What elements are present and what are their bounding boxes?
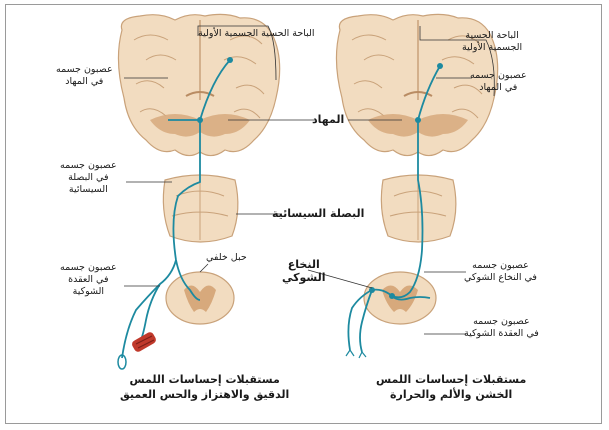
caption-line: الخشن والألم والحرارة — [376, 387, 526, 402]
thalamus-label: المهاد — [312, 113, 344, 126]
left-receptor-capsule — [131, 331, 158, 353]
label-line: الجسمية الأولية — [462, 42, 522, 54]
left-cortex-terminal — [227, 57, 233, 63]
caption-line: مستقبلات إحساسات اللمس — [120, 372, 289, 387]
right-thalamus-synapse — [415, 117, 421, 123]
left-cortex-label: الباحة الحسية الجسمية الأولية — [198, 28, 315, 40]
label-line: في المهاد — [470, 82, 527, 94]
label-line: عصبون جسمه — [56, 64, 113, 76]
label-line: في النخاع الشوكي — [464, 272, 537, 284]
medulla-label: البصلة السيسائية — [272, 207, 364, 220]
right-thalamus-neuron-label: عصبون جسمه في المهاد — [470, 70, 527, 94]
right-cortex-terminal — [437, 63, 443, 69]
caption-line: الدقيق والاهتزاز والحس العميق — [120, 387, 289, 402]
label-line: عصبون جسمه — [60, 160, 117, 172]
label-line: الباحة الحسية — [462, 30, 522, 42]
dorsal-column-label: حبل خلفي — [206, 252, 247, 264]
label-line: في العقدة — [60, 274, 117, 286]
left-medulla-neuron-label: عصبون جسمه في البصلة السيسائية — [60, 160, 117, 196]
right-cord-synapse — [389, 293, 395, 299]
label-line: عصبون جسمه — [464, 260, 537, 272]
right-cortex-label: الباحة الحسية الجسمية الأولية — [462, 30, 522, 54]
label-line: عصبون جسمه — [470, 70, 527, 82]
label-line: عصبون جسمه — [60, 262, 117, 274]
label-line: عصبون جسمه — [464, 316, 539, 328]
label-line: الشوكي — [282, 271, 326, 284]
label-line: الشوكية — [60, 286, 117, 298]
label-line: السيسائية — [60, 184, 117, 196]
left-ganglion-neuron-label: عصبون جسمه في العقدة الشوكية — [60, 262, 117, 298]
left-thalamus-neuron-label: عصبون جسمه في المهاد — [56, 64, 113, 88]
label-line: في البصلة — [60, 172, 117, 184]
label-line: في المهاد — [56, 76, 113, 88]
right-ganglion-neuron-label: عصبون جسمه في العقدة الشوكية — [464, 316, 539, 340]
right-free-nerve-endings — [346, 350, 366, 358]
right-cord-neuron-label: عصبون جسمه في النخاع الشوكي — [464, 260, 537, 284]
left-spinal-cord-section — [166, 272, 234, 324]
label-line: في العقدة الشوكية — [464, 328, 539, 340]
caption-line: مستقبلات إحساسات اللمس — [376, 372, 526, 387]
label-line: النخاع — [282, 258, 326, 271]
spinal-cord-label: النخاع الشوكي — [282, 258, 326, 284]
left-thalamus-synapse — [197, 117, 203, 123]
left-caption: مستقبلات إحساسات اللمس الدقيق والاهتزاز … — [120, 372, 289, 402]
right-caption: مستقبلات إحساسات اللمس الخشن والألم والح… — [376, 372, 526, 402]
